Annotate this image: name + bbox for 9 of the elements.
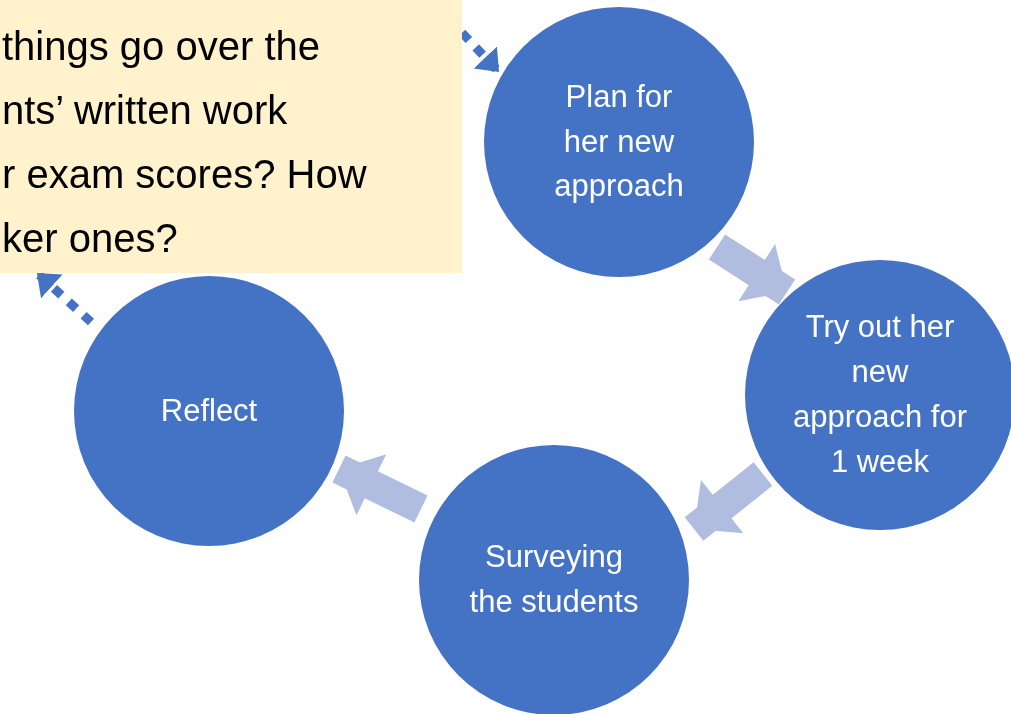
step-label: Surveying the students (469, 538, 639, 621)
note-box (0, 0, 462, 273)
block-arrow (708, 234, 796, 305)
question-text: things go over the nts’ written work r exam scores? How ker ones? (2, 23, 368, 262)
step-label: Reflect (159, 391, 259, 430)
step-label: Try out her new approach for 1 week (791, 308, 969, 481)
block-arrow (684, 462, 773, 541)
step-label: Plan for her new approach (553, 77, 685, 206)
block-arrow (332, 454, 428, 523)
